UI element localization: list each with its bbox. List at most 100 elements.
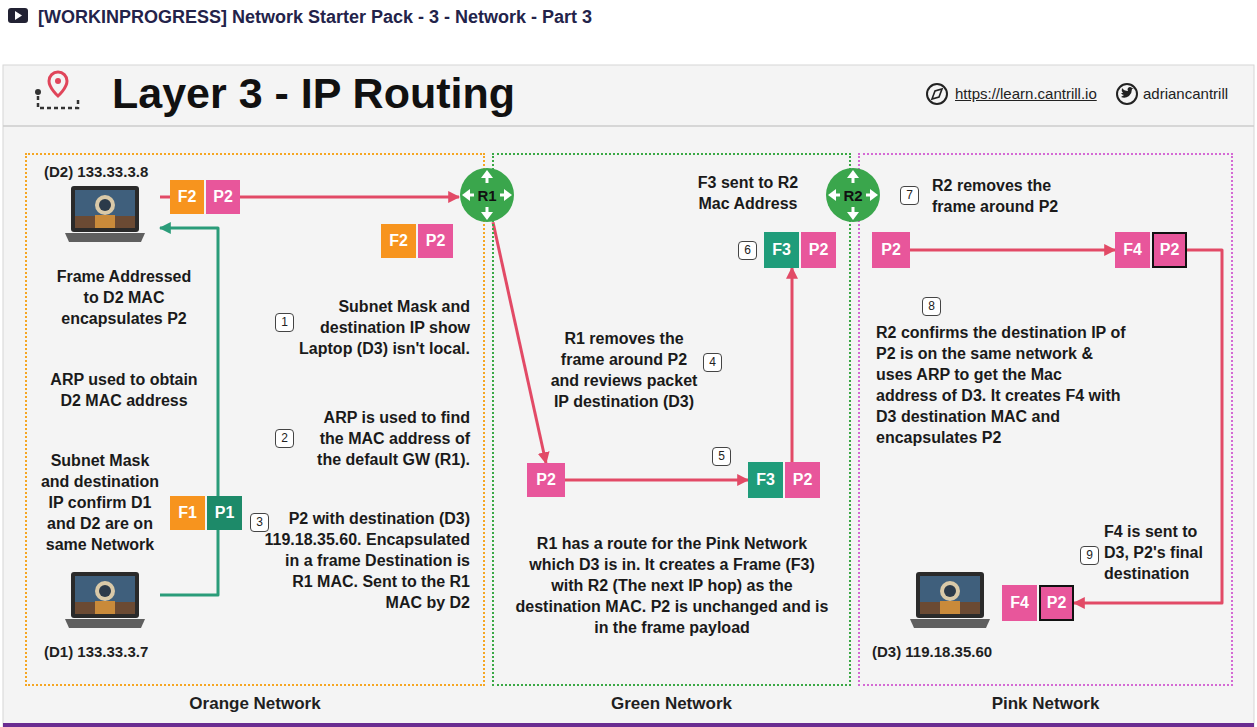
router-arrow [462,189,470,201]
note-box: https://learn.cantrill.io [955,84,1115,104]
router-name: R2 [843,187,862,204]
connector [565,479,748,482]
packet-cell: F3 [764,232,799,268]
panel-ground [3,65,1254,727]
note-text: R1 has a route for the Pink Network whic… [512,533,832,638]
packet-cell: P1 [207,496,242,530]
twitter-icon [1117,84,1137,104]
router-arrow-shaft [486,177,489,183]
region-caption: Green Network [492,694,851,714]
router-name: R1 [477,187,496,204]
note-text: adriancantrill [1143,84,1253,104]
compass-icon [927,84,947,104]
note-text: R2 removes the frame around P2 [932,175,1072,217]
packet-node: P2 [872,232,910,268]
region-caption: Orange Network [25,694,485,714]
note-text: P2 with destination (D3) 119.18.35.60. E… [262,508,470,613]
packet-cell: P2 [801,232,836,268]
router-arrow-shaft [500,194,505,197]
note-box: Frame Addressed to D2 MAC encapsulates P… [50,266,198,329]
callout-number: 2 [275,429,294,448]
callout-box: 4 [703,353,722,372]
callout-box: 9 [1080,546,1099,565]
device-address: (D3) 119.18.35.60 [872,642,992,662]
banner-rule [3,125,1254,127]
callout-box: 5 [712,447,731,466]
connector [791,268,794,462]
packet-cell: F2 [170,180,204,214]
note-box: ARP is used to find the MAC address of t… [298,407,470,470]
device-node: (D1) 133.33.3.7 [40,570,160,662]
note-box: adriancantrill [1143,84,1253,104]
router-arrow [828,189,836,201]
callout-number: 3 [250,513,269,532]
note-box: Subnet Mask and destination IP show Lapt… [298,296,470,359]
device-node: (D2) 133.33.3.8 [40,162,160,246]
packet-node: F1P1 [170,496,242,530]
note-box: R2 removes the frame around P2 [932,175,1072,217]
callout-box: 3 [250,513,269,532]
note-text: ARP is used to find the MAC address of t… [298,407,470,470]
connector [160,530,218,595]
router-disc [460,168,514,222]
router-arrow [504,189,512,201]
callout-number: 4 [703,353,722,372]
device-address: (D1) 133.33.3.7 [44,642,148,662]
connector [240,196,459,199]
packet-cell: P2 [785,462,820,498]
callout-number: 9 [1080,546,1099,565]
connector [910,249,1115,252]
note-text: F3 sent to R2 Mac Address [688,172,808,214]
packet-cell: F4 [1002,585,1037,621]
callout-box: 6 [738,241,757,260]
note-box: P2 with destination (D3) 119.18.35.60. E… [262,508,470,613]
note-text: https://learn.cantrill.io [955,84,1115,104]
packet-cell: F1 [170,496,205,530]
device-node: (D3) 119.18.35.60 [868,570,997,662]
router-arrow-shaft [866,194,871,197]
packet-cell: P2 [872,232,910,268]
title-box: Layer 3 - IP Routing [112,64,515,122]
callout-number: 1 [275,313,294,332]
connector [1074,250,1222,603]
callout-number: 5 [712,447,731,466]
packet-cell: P2 [1039,585,1074,621]
connector [493,222,546,463]
connector [160,196,170,199]
router-arrow [481,170,493,178]
note-box: Subnet Mask and destination IP confirm D… [35,450,165,555]
device-address: (D2) 133.33.3.8 [44,162,148,182]
device-caption: (D3) 119.18.35.60 [872,642,992,662]
router-arrow-shaft [852,207,855,213]
note-text: Subnet Mask and destination IP show Lapt… [298,296,470,359]
packet-cell: F4 [1115,232,1150,268]
packet-cell: F2 [381,224,416,258]
note-box: R2 confirms the destination IP of P2 is … [876,322,1126,448]
note-text: [WORKINPROGRESS] Network Starter Pack - … [38,5,818,29]
packet-node: F2P2 [381,224,453,258]
packet-node: F3P2 [748,462,820,498]
packet-node: F4P2 [1002,585,1074,621]
packet-node: P2 [527,463,565,497]
callout-box: 1 [275,313,294,332]
note-text: R1 removes the frame around P2 and revie… [548,328,700,412]
packet-cell: P2 [1152,232,1187,268]
packet-cell: P2 [206,180,240,214]
region-name: Green Network [492,694,851,714]
router-disc [826,168,880,222]
note-text: Subnet Mask and destination IP confirm D… [35,450,165,555]
note-text: F4 is sent to D3, P2's final destination [1104,521,1214,584]
play-icon [8,8,28,23]
callout-number: 8 [922,297,941,316]
router-arrow [481,212,493,220]
router-node: R2 [825,167,881,223]
map-pin-icon [35,72,78,108]
packet-node: F3P2 [764,232,836,268]
device-caption: (D2) 133.33.3.8 [44,162,148,182]
packet-cell: P2 [527,463,565,497]
callout-number: 7 [900,186,919,205]
router-node: R1 [459,167,515,223]
laptop-illustration [65,572,145,628]
note-text: R2 confirms the destination IP of P2 is … [876,322,1126,448]
